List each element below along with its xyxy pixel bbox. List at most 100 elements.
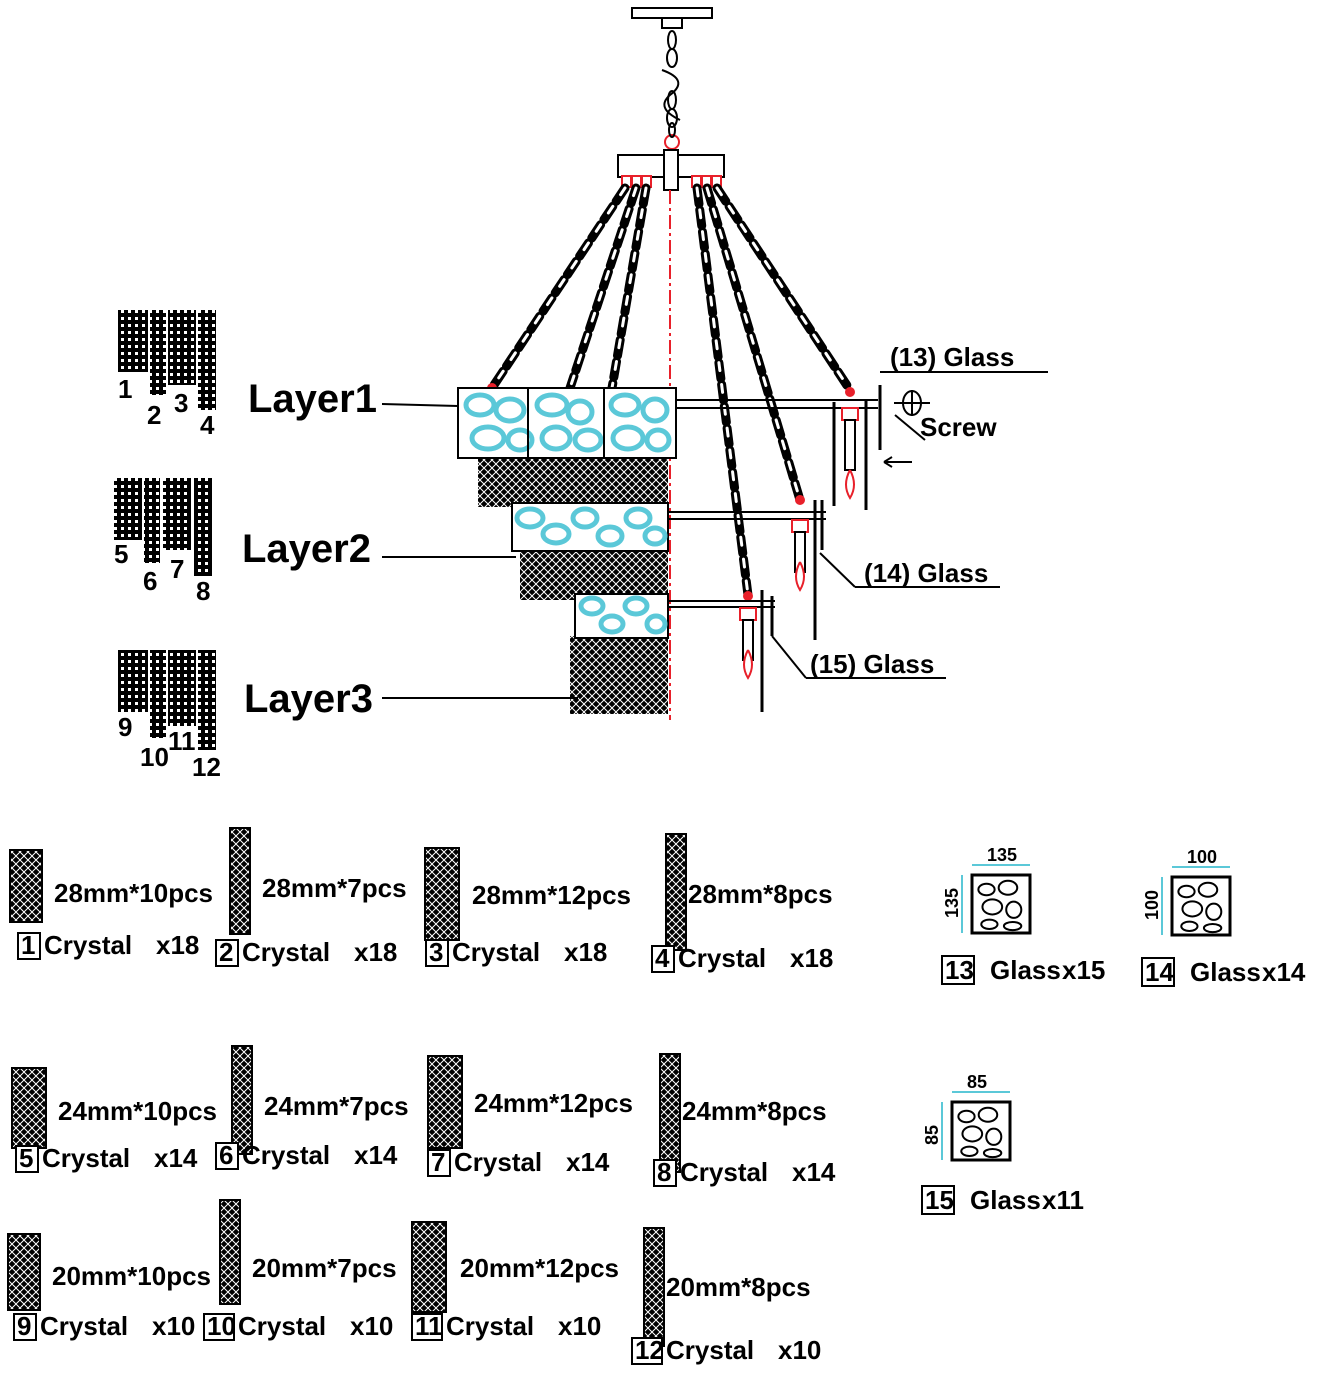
glass-number-box — [921, 1185, 955, 1215]
part-name: Crystal — [42, 1143, 130, 1173]
part-number-box — [425, 939, 449, 967]
crystal-strand-icon — [643, 1227, 665, 1347]
ceiling-canopy — [631, 7, 713, 19]
part-number-box — [215, 939, 239, 967]
layer1-num-3: 3 — [174, 388, 188, 418]
glass-name: Glass — [1190, 957, 1261, 987]
part-name: Crystal — [242, 937, 330, 967]
part-size: 28mm*8pcs — [688, 879, 833, 909]
glass-qty: x14 — [1262, 957, 1306, 987]
glass-number: 14 — [1145, 957, 1174, 987]
part-name: Crystal — [446, 1311, 534, 1341]
part-number-box — [13, 1313, 37, 1341]
part-number: 11 — [415, 1311, 443, 1341]
part-size: 20mm*7pcs — [252, 1253, 397, 1283]
glass14-callout: (14) Glass — [864, 558, 988, 588]
part-number-box — [17, 932, 41, 960]
layer2-num-8: 8 — [196, 576, 210, 606]
crystal-strand-icon — [231, 1045, 253, 1155]
part-name: Crystal — [40, 1311, 128, 1341]
layer3-num-12: 12 — [192, 752, 221, 782]
part-name: Crystal — [242, 1140, 330, 1170]
part-number-box — [653, 1159, 677, 1187]
layer2-num-6: 6 — [143, 566, 157, 596]
glass-width: 135 — [987, 845, 1017, 865]
part-qty: x14 — [566, 1147, 610, 1177]
bulb-holders — [739, 407, 859, 680]
layer3-num-9: 9 — [118, 712, 132, 742]
part-name: Crystal — [238, 1311, 326, 1341]
part-qty: x18 — [354, 937, 397, 967]
part-number-box — [215, 1142, 239, 1170]
part-item: 20mm*10pcs 9 Crystal x10 — [7, 1233, 211, 1341]
layer3-num-10: 10 — [140, 742, 169, 772]
part-number-box — [631, 1337, 663, 1365]
part-size: 20mm*8pcs — [666, 1272, 811, 1302]
chain-hooks — [621, 175, 722, 188]
layer1-label: Layer1 — [248, 377, 377, 421]
glass-number-box — [1141, 957, 1175, 987]
glass15-callout: (15) Glass — [810, 649, 934, 679]
glass13-callout: (13) Glass — [890, 342, 1014, 372]
part-number: 9 — [17, 1311, 31, 1341]
part-size: 20mm*10pcs — [52, 1261, 211, 1291]
part-name: Crystal — [666, 1335, 754, 1365]
part-size: 24mm*7pcs — [264, 1091, 409, 1121]
screw-icon — [894, 390, 930, 416]
glass-name: Glass — [990, 955, 1061, 985]
part-number: 4 — [655, 943, 670, 973]
glass-plate-side — [760, 385, 882, 712]
crystal-strand-icon — [9, 849, 43, 923]
part-number: 10 — [207, 1311, 236, 1341]
part-qty: x14 — [354, 1140, 398, 1170]
part-number-box — [15, 1145, 39, 1173]
crystal-strand-icon — [7, 1233, 41, 1311]
crystal-strand-icon — [219, 1199, 241, 1305]
layer1-num-4: 4 — [200, 410, 215, 440]
crystal-strand-icon — [229, 827, 251, 935]
part-number: 6 — [219, 1140, 233, 1170]
part-size: 28mm*10pcs — [54, 878, 213, 908]
part-number-box — [651, 945, 675, 973]
crystal-strand-icon — [11, 1067, 47, 1149]
part-qty: x10 — [152, 1311, 195, 1341]
leader-lines — [381, 371, 1048, 699]
layer2-num-7: 7 — [170, 554, 184, 584]
part-size: 24mm*12pcs — [474, 1088, 633, 1118]
part-size: 28mm*7pcs — [262, 873, 407, 903]
layer-legends: Layer1 1 2 3 4 Layer2 5 6 7 8 Layer3 9 1… — [114, 310, 377, 782]
glass-height: 135 — [942, 888, 962, 918]
part-name: Crystal — [44, 930, 132, 960]
part-qty: x14 — [792, 1157, 836, 1187]
arrow-icon — [883, 456, 912, 468]
crystal-strand-icon — [665, 833, 687, 951]
part-qty: x14 — [154, 1143, 198, 1173]
glass-height: 85 — [922, 1125, 942, 1145]
crystal-strand-icon — [427, 1055, 463, 1149]
part-qty: x10 — [778, 1335, 821, 1365]
part-number-box — [411, 1313, 443, 1341]
layer1-stack — [118, 310, 216, 410]
part-number: 12 — [635, 1335, 664, 1365]
part-number: 1 — [21, 930, 35, 960]
part-size: 24mm*8pcs — [682, 1096, 827, 1126]
hanging-chain — [661, 30, 681, 150]
layer2-label: Layer2 — [242, 527, 371, 571]
glass-qty: x11 — [1042, 1185, 1084, 1215]
glass-number: 15 — [925, 1185, 954, 1215]
part-number: 7 — [431, 1147, 445, 1177]
glass-name: Glass — [970, 1185, 1041, 1215]
